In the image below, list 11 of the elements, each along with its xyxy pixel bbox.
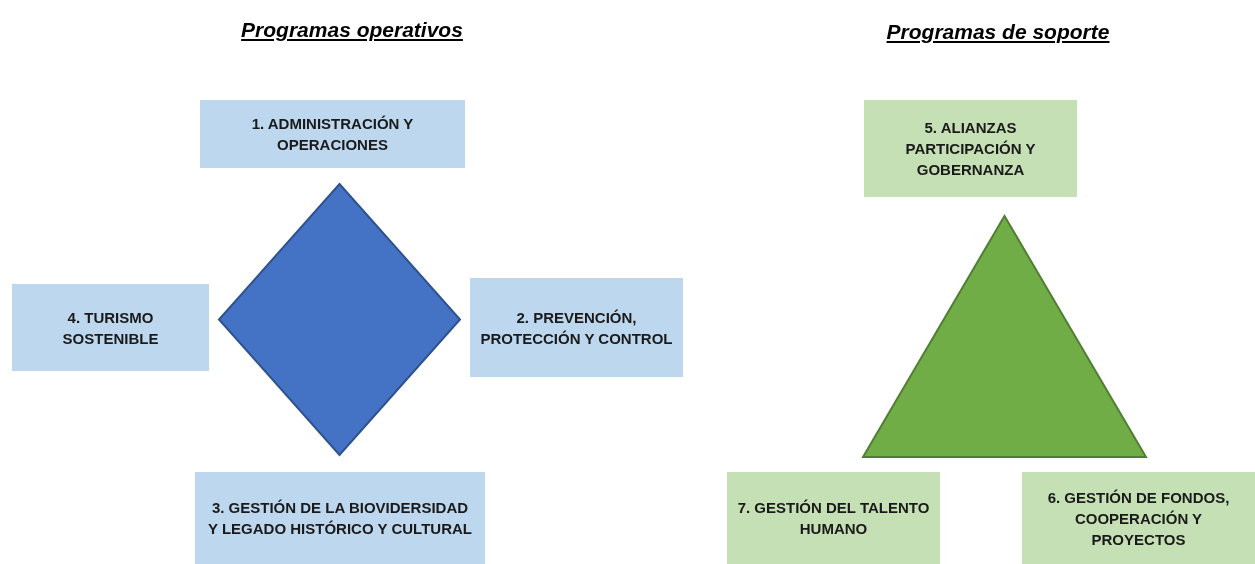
program-box: 4. TURISMO SOSTENIBLE [12, 284, 209, 371]
diamond-shape [217, 182, 462, 457]
program-box: 7. GESTIÓN DEL TALENTO HUMANO [727, 472, 940, 564]
program-box: 3. GESTIÓN DE LA BIOVIDERSIDAD Y LEGADO HISTÓRICO Y CULTURAL [195, 472, 485, 564]
program-box: 6. GESTIÓN DE FONDOS, COOPERACIÓN Y PROYECTOS [1022, 472, 1255, 564]
program-box: 5. ALIANZAS PARTICIPACIÓN Y GOBERNANZA [864, 100, 1077, 197]
triangle-shape [861, 214, 1148, 458]
section-heading: Programas operativos [241, 18, 463, 42]
program-box: 2. PREVENCIÓN, PROTECCIÓN Y CONTROL [470, 278, 683, 377]
section-heading: Programas de soporte [886, 20, 1110, 44]
program-box: 1. ADMINISTRACIÓN Y OPERACIONES [200, 100, 465, 168]
